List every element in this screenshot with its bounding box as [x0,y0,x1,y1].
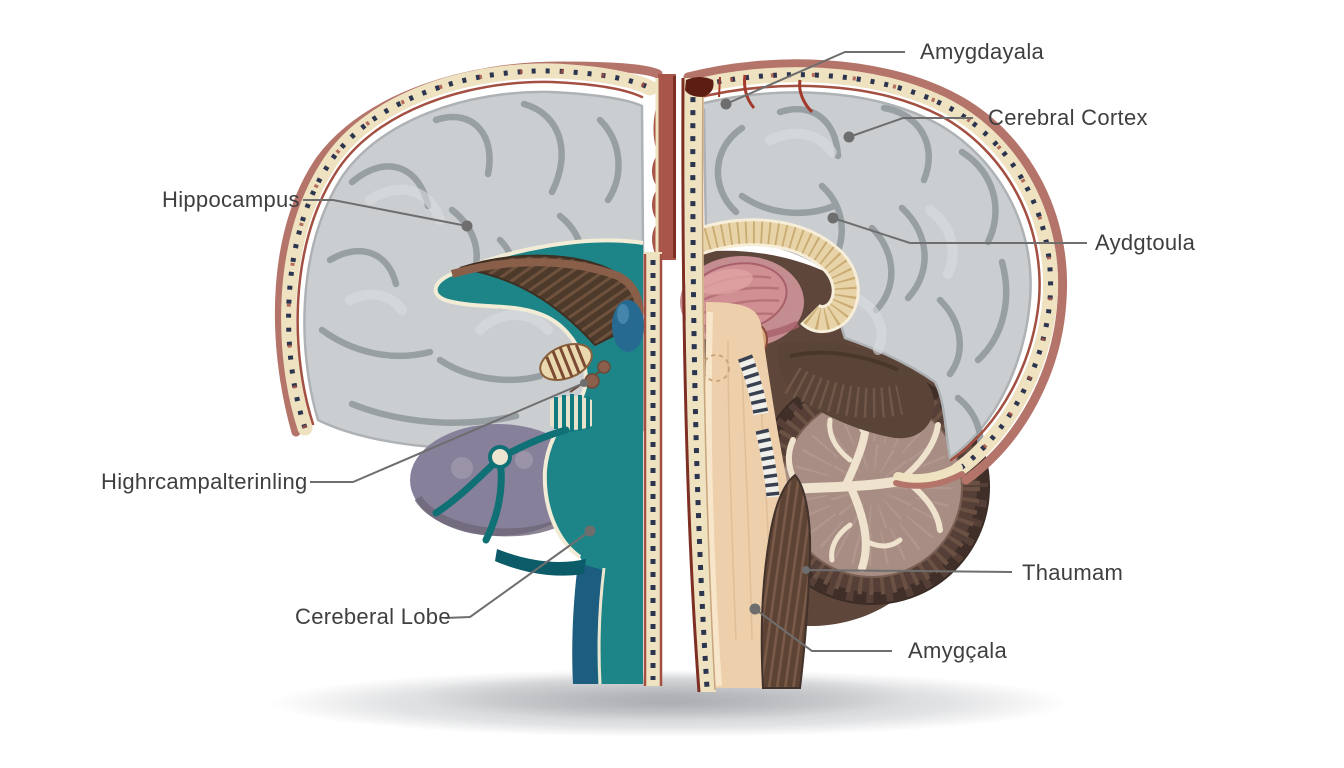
right-gyri [714,104,1010,464]
label-cereberal-lobe: Cereberal Lobe [295,604,451,629]
corona-fan [450,254,644,347]
ribbed-patch [550,394,592,432]
fiber-bundle [760,473,812,689]
leader-amygcala [749,603,892,652]
label-highrcampalterinling: Highrcampalterinling [101,469,308,494]
sinus-and-vessels [685,74,814,114]
leader-aydgtoula [827,212,1087,244]
leader-highrcampalterinling [310,379,588,483]
vessel-y [432,426,570,544]
zebra-bands [737,354,780,498]
temporal-fibers [777,341,935,439]
right-hemisphere [680,59,1068,693]
left-gyri-highlights [345,184,553,335]
brainstem-blue-stripe [572,563,603,684]
label-amygdayala: Amygdayala [920,39,1045,64]
label-cerebral-cortex: Cerebral Cortex [988,105,1148,130]
label-amygcala: Amygçala [908,638,1007,663]
leader-amygdayala [720,51,905,110]
leader-hippocampus [303,199,473,232]
ground-shadow [270,669,1070,737]
right-medial-edge [681,77,716,693]
label-hippocampus: Hippocampus [162,187,300,212]
left-medial-edge [643,74,676,686]
leader-thaumam [802,566,1013,574]
leader-cerebral-cortex [843,117,973,143]
leader-lines [303,51,1087,652]
label-thaumam: Thaumam [1022,560,1124,585]
left-hemisphere [274,61,676,686]
label-aydgtoula: Aydgtoula [1095,230,1196,255]
caudate-oval [612,300,644,352]
corpus-callosum [687,218,860,333]
choroid-fan [539,343,611,393]
leader-cereberal-lobe [444,525,596,619]
right-gyri-highlights [765,128,958,355]
skull-rim-left [274,61,663,437]
